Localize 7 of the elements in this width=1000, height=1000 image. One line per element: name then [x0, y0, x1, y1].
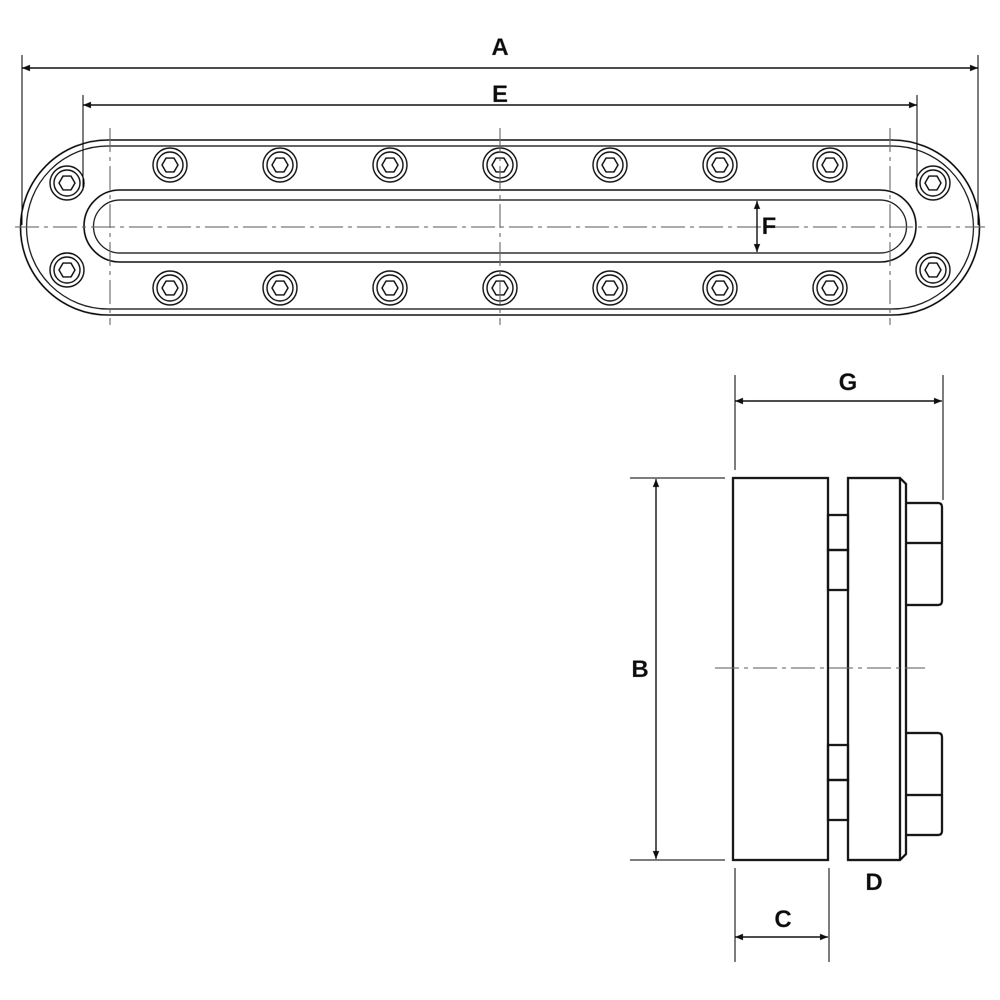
dimension-label: D [865, 871, 883, 895]
dimension-label: G [838, 371, 858, 395]
dimension-label: C [774, 908, 792, 932]
dimension-label: A [491, 36, 509, 60]
dimension-label: B [631, 658, 649, 682]
dimension-label: E [492, 83, 508, 107]
dimension-label: F [762, 215, 776, 239]
